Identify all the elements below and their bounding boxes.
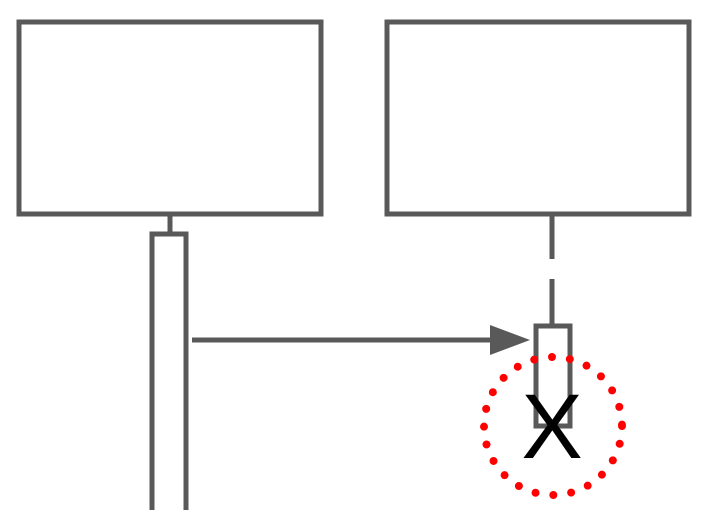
highlight-circle [480,353,626,499]
destruction-marker: X [521,376,582,478]
activation-bar-left[interactable] [149,231,189,510]
participant-right[interactable] [384,19,692,217]
activation-bar-right[interactable] [533,323,573,429]
message-arrowhead [490,325,530,355]
participant-left[interactable] [16,19,324,217]
participant-right-box[interactable] [384,19,692,217]
participant-left-box[interactable] [16,19,324,217]
